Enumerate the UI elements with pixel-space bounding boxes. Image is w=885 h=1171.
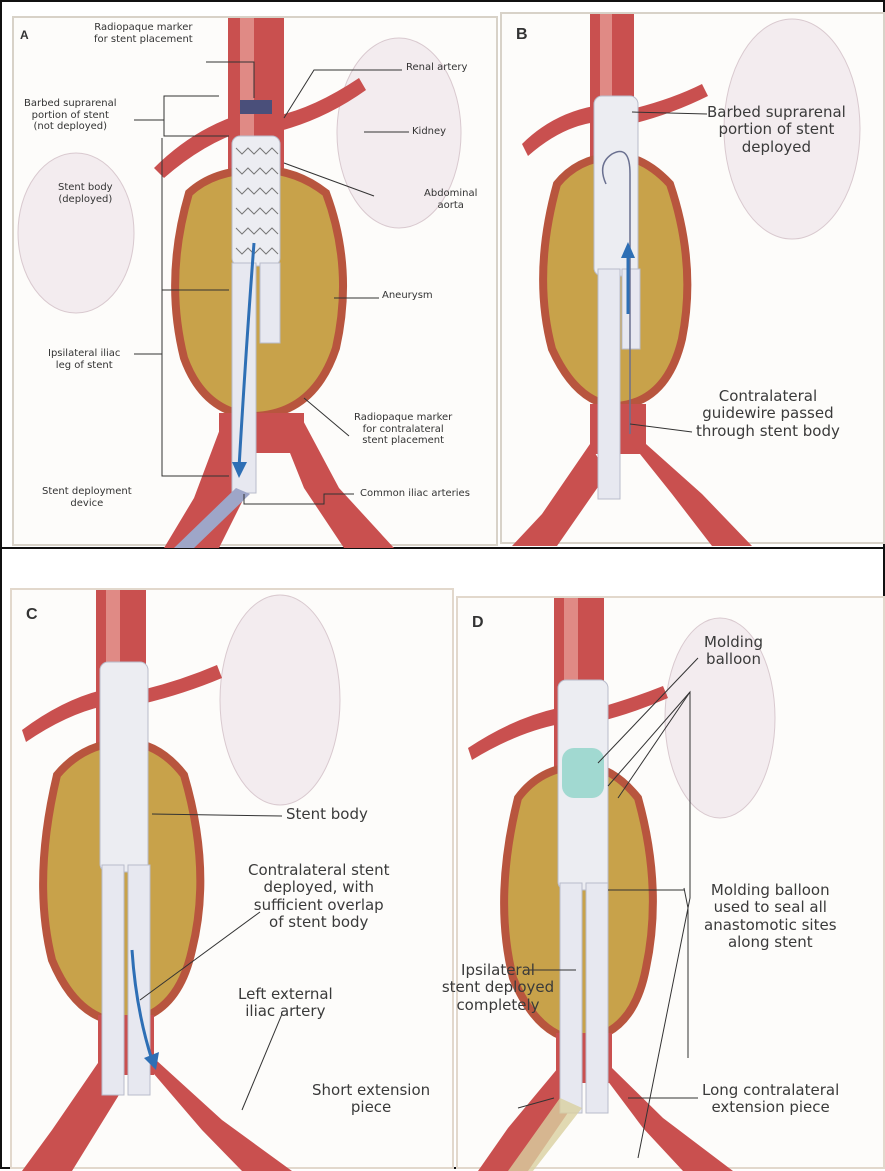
left-common-iliac xyxy=(512,444,607,546)
contralateral-stub xyxy=(622,269,640,349)
right-common-iliac xyxy=(142,1060,292,1171)
label-stent-body-deployed: Stent body(deployed) xyxy=(58,182,113,205)
stent-body xyxy=(594,96,638,276)
label-common-iliac: Common iliac arteries xyxy=(360,488,470,500)
label-aneurysm: Aneurysm xyxy=(382,290,433,302)
contralateral-leg xyxy=(586,883,608,1113)
radiopaque-marker-top xyxy=(240,100,272,114)
molding-balloon-shape xyxy=(562,748,604,798)
stent-body xyxy=(100,662,148,872)
label-stent-body: Stent body xyxy=(286,806,368,823)
right-renal-artery xyxy=(632,84,708,124)
right-kidney xyxy=(220,595,340,805)
left-kidney xyxy=(18,153,134,313)
right-renal-artery xyxy=(142,665,222,704)
left-renal-artery xyxy=(468,708,560,760)
left-renal-artery xyxy=(22,690,104,742)
label-kidney: Kidney xyxy=(412,126,446,138)
stent-body xyxy=(232,136,280,266)
right-common-iliac xyxy=(632,444,752,546)
panel-b-illustration xyxy=(502,14,885,546)
left-renal-artery xyxy=(522,106,597,156)
ipsilateral-leg xyxy=(598,269,620,499)
label-renal-artery: Renal artery xyxy=(406,62,467,74)
panel-a: A xyxy=(12,16,498,546)
ipsilateral-leg xyxy=(102,865,124,1095)
contralateral-stub xyxy=(260,263,280,343)
